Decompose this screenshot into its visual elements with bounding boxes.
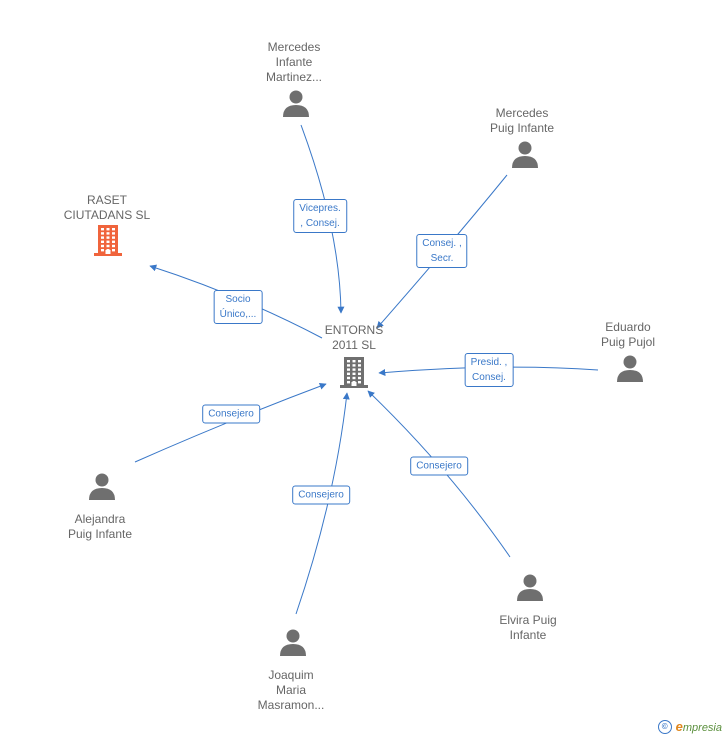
node-label-line: Mercedes [495,106,549,120]
brand-watermark: © empresia [657,719,722,734]
edge-label-mercedes-im: Vicepres. , Consej. [293,199,347,233]
edge-label-line: Vicepres. [299,203,341,214]
person-icon[interactable] [281,88,311,123]
node-label-line: ENTORNS [324,323,384,337]
node-label-line: Maria [275,683,306,697]
node-label-line: Elvira Puig [499,613,557,627]
edge-label-line: Consej. [472,372,506,383]
edge-label-line: , Consej. [300,218,340,229]
node-label-line: Infante [509,628,547,642]
node-label-line: RASET [86,193,127,207]
edge-label-line: Socio [225,294,251,305]
node-label-line: Puig Pujol [600,335,656,349]
node-label-line: Joaquim [268,668,314,682]
edge-label-alejandra: Consejero [202,404,260,424]
edge-label-line: Consejero [208,408,254,420]
edge-label-eduardo: Presid. , Consej. [464,353,514,387]
person-icon[interactable] [87,471,117,506]
node-label-line: Masramon... [257,698,325,712]
edge-label-joaquim: Consejero [292,485,350,505]
building-icon[interactable] [91,223,125,262]
node-label-line: Infante [275,55,313,69]
node-label-line: CIUTADANS SL [63,208,151,222]
node-label-line: 2011 SL [332,338,376,352]
person-icon[interactable] [510,139,540,174]
edge-label-mercedes-pi: Consej. , Secr. [416,234,468,268]
node-label-line: Alejandra [74,512,126,526]
edge-label-line: Consejero [298,489,344,501]
edge-label-line: Presid. , [470,357,508,368]
brand-initial: e [675,719,683,734]
person-icon[interactable] [515,572,545,607]
node-label-line: Puig Infante [489,121,555,135]
edge-label-line: Consejero [416,460,462,472]
edge-label-line: Secr. [430,253,454,264]
node-label-line: Martinez... [265,70,323,84]
brand-name: mpresia [682,722,722,734]
edge-label-line: Único,... [219,309,257,320]
edge-label-line: Consej. , [422,238,462,249]
node-label-line: Eduardo [605,320,651,334]
person-icon[interactable] [278,627,308,662]
person-icon[interactable] [615,353,645,388]
building-icon[interactable] [337,355,371,394]
copyright-icon: © [657,719,672,734]
node-label-line: Mercedes [267,40,321,54]
edge-label-elvira: Consejero [410,456,468,476]
node-label-line: Puig Infante [67,527,133,541]
